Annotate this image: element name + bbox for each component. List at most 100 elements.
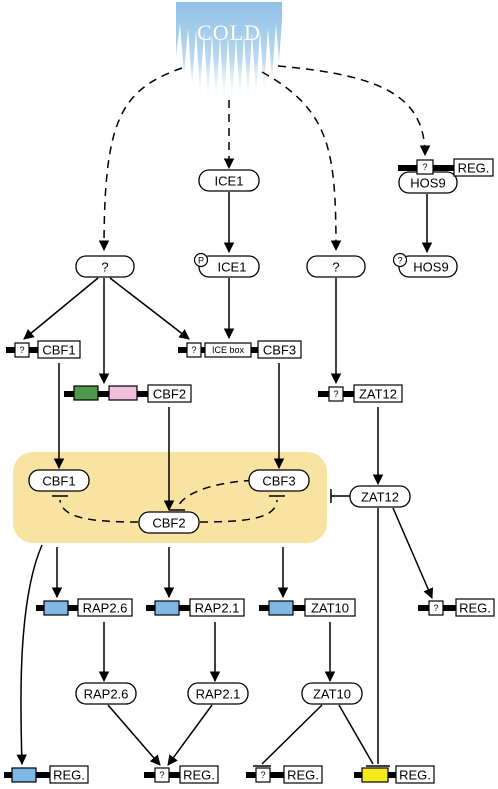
reg-bottom-4-label: REG. <box>399 768 431 783</box>
inhibition-bars <box>52 495 285 511</box>
blue-promoter-element <box>154 600 180 616</box>
cbf1-gene-label: CBF1 <box>42 343 75 358</box>
arrow-zat12-to-reg-right <box>392 507 434 599</box>
gene-constructs: ? REG. ? CBF1 CBF2 ? ICE box <box>4 158 495 784</box>
rap26-gene: RAP2.6 <box>36 598 133 617</box>
promoter-box <box>186 342 202 358</box>
inhibit-zat10-to-reg-b4 <box>338 704 374 765</box>
pink-promoter-element <box>108 385 138 401</box>
reg-bottom-3-gene: ? REG. <box>246 765 323 784</box>
reg-right-mid-gene: ? REG. <box>418 598 495 617</box>
hos9-gene-label: REG. <box>458 161 490 176</box>
reg-bottom-4-gene: REG. <box>354 765 435 784</box>
icebox-element <box>204 342 252 358</box>
cbf1-protein-label: CBF1 <box>42 474 75 489</box>
cbf3-gene-label: CBF3 <box>263 343 296 358</box>
reg-bottom-2-q: ? <box>159 770 164 780</box>
cold-dashed-arrows <box>98 65 431 252</box>
cbf2-protein-label: CBF2 <box>152 516 185 531</box>
promoter-box <box>14 342 30 358</box>
unknown-right-protein <box>306 255 366 278</box>
ice1-phos-label: ICE1 <box>218 260 247 275</box>
protein-nodes <box>28 169 458 705</box>
promoter-box <box>328 386 344 402</box>
promoter-box <box>255 767 271 783</box>
gene-box <box>147 384 192 403</box>
cbf3-protein <box>248 469 310 492</box>
protein-labels: ICE1 ICE1 ? ? HOS9 HOS9 CBF1 CBF2 CBF3 Z… <box>42 174 448 702</box>
zat10-gene-label: ZAT10 <box>311 601 349 616</box>
hos9-gene: ? REG. <box>398 158 494 177</box>
cbf2-gene-label: CBF2 <box>153 387 186 402</box>
phospho-label: P <box>198 256 204 266</box>
gene-box <box>283 765 323 784</box>
arrow-unknown-to-cbf1 <box>23 277 99 340</box>
promoter-box <box>416 159 434 175</box>
icicle-shape <box>176 2 282 110</box>
promoter-box <box>154 767 170 783</box>
rap26-gene-label: RAP2.6 <box>83 601 128 616</box>
cbf2-gene: CBF2 <box>64 384 192 403</box>
zat10-gene: ZAT10 <box>259 598 356 617</box>
gene-box <box>453 158 494 177</box>
dashed-arrow-to-unknown-left <box>98 67 183 252</box>
gene-box <box>257 340 302 359</box>
cbf2-protein <box>138 511 200 534</box>
rap21-protein-label: RAP2.1 <box>196 687 241 702</box>
reg-bottom-1-gene: REG. <box>4 765 89 784</box>
zat10-protein-label: ZAT10 <box>313 687 351 702</box>
arrow-unknown-to-cbf3 <box>109 277 190 340</box>
reg-right-mid-q: ? <box>433 603 438 613</box>
promoter-box <box>428 600 444 616</box>
hos9-label: HOS9 <box>410 176 445 191</box>
phospho-circle <box>193 252 209 268</box>
inhibit-cbf2-to-cbf3 <box>199 499 278 523</box>
gene-box <box>353 384 403 403</box>
gene-box <box>49 765 89 784</box>
cold-stimulus: COLD <box>176 2 282 110</box>
inhibition-lines <box>253 489 390 767</box>
dna-bar <box>64 391 148 397</box>
reg-bottom-1-label: REG. <box>53 768 85 783</box>
ice1-protein <box>198 169 260 192</box>
zat12-protein-label: ZAT12 <box>361 490 399 505</box>
rap21-gene-label: RAP2.1 <box>195 601 240 616</box>
cbf3-gene: ? ICE box CBF3 <box>178 340 302 359</box>
cbf3-gene-q: ? <box>191 345 196 355</box>
zat12-protein <box>349 485 411 508</box>
mod-circle <box>392 252 408 268</box>
blue-promoter-element <box>268 600 294 616</box>
modification-marks: P ? <box>193 252 408 268</box>
reg-bottom-2-label: REG. <box>183 768 215 783</box>
reg-bottom-2-gene: ? REG. <box>144 765 219 784</box>
cbf1-protein <box>28 469 90 492</box>
cbf1-gene-q: ? <box>19 345 24 355</box>
hos9-gene-q: ? <box>422 162 427 172</box>
arrow-rap26-to-reg-b2 <box>107 704 161 766</box>
solid-arrows <box>16 192 434 766</box>
gene-box <box>455 598 495 617</box>
yellow-promoter-element <box>361 767 389 783</box>
gene-box <box>179 765 219 784</box>
gene-box <box>189 598 245 617</box>
reg-bottom-3-q: ? <box>260 770 265 780</box>
mod-label: ? <box>397 256 402 266</box>
gene-box <box>77 598 133 617</box>
dashed-arrow-to-unknown-right <box>261 71 342 252</box>
arrow-rap21-to-reg-b2 <box>167 704 213 766</box>
cbf1-gene: ? CBF1 <box>6 340 81 359</box>
cold-label: COLD <box>197 20 261 45</box>
gene-box <box>395 765 435 784</box>
hos9-mod-label: HOS9 <box>413 260 448 275</box>
dashed-arrow-to-hos9-gene <box>277 65 431 157</box>
unknown-left-protein <box>75 255 135 278</box>
reg-right-mid-label: REG. <box>459 601 491 616</box>
rap21-protein <box>187 682 249 705</box>
unknown-left-label: ? <box>101 260 108 275</box>
cbf3-protein-label: CBF3 <box>262 474 295 489</box>
ice1-label: ICE1 <box>215 174 244 189</box>
rap26-protein-label: RAP2.6 <box>84 687 129 702</box>
zat12-gene-q: ? <box>333 389 338 399</box>
